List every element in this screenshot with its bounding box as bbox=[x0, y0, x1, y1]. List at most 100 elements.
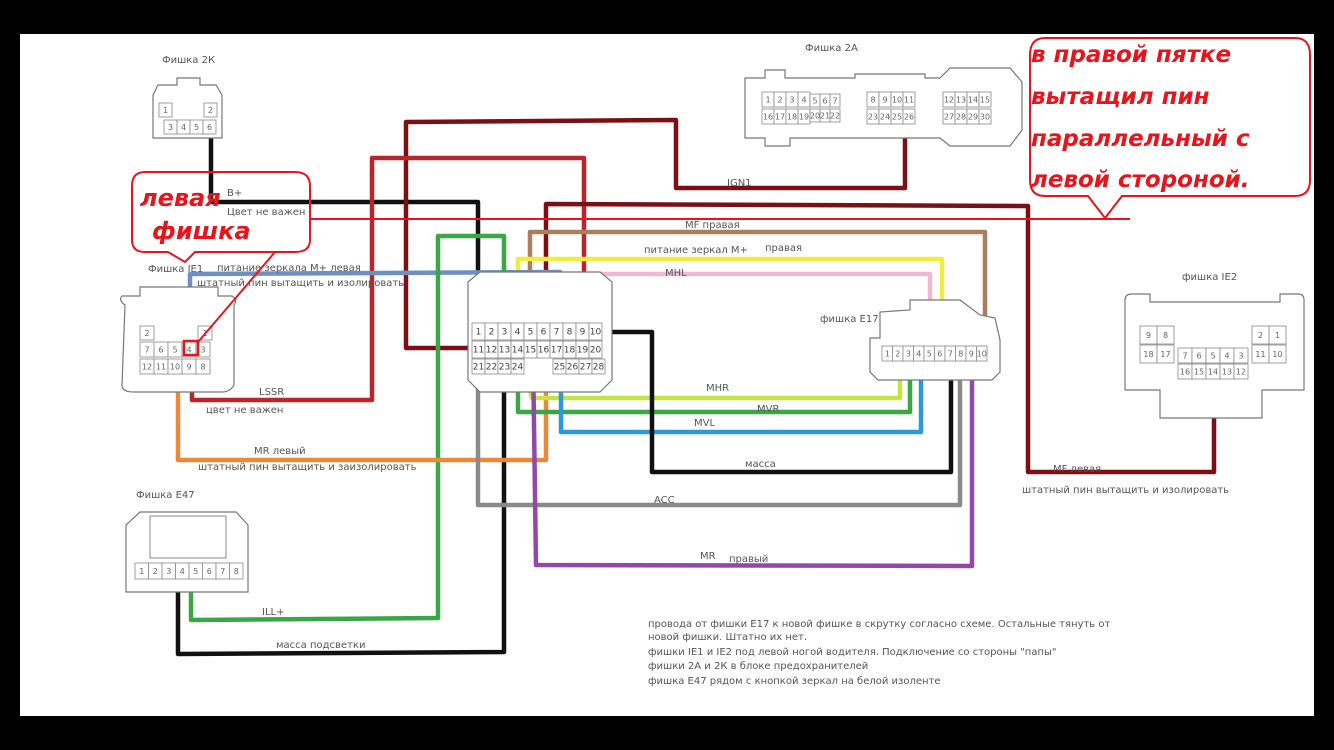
2a-pin-23: 23 bbox=[868, 113, 878, 122]
ie2-pin-14: 14 bbox=[1208, 368, 1218, 377]
connector-2a-label: Фишка 2А bbox=[805, 43, 858, 54]
callout-left: левая фишка bbox=[131, 171, 311, 343]
label-pull-pin-isolate-2: штатный пин вытащить и заизолировать bbox=[198, 462, 417, 473]
ie1-pin-cell bbox=[195, 358, 211, 375]
ie2-pin-2: 2 bbox=[1258, 331, 1263, 340]
e47-pin-cell bbox=[229, 562, 244, 580]
new-pin-3: 3 bbox=[502, 328, 508, 338]
ie2-pin-4: 4 bbox=[1224, 352, 1229, 361]
2a-pin-25: 25 bbox=[892, 113, 902, 122]
label-b-plus: B+ bbox=[227, 188, 242, 199]
new-pin-24: 24 bbox=[512, 363, 524, 373]
label-mvr: MVR bbox=[757, 404, 779, 415]
new-pin-20: 20 bbox=[590, 346, 602, 356]
ie2-pin-5: 5 bbox=[1210, 352, 1215, 361]
label-pull-pin-isolate-3: штатный пин вытащить и изолировать bbox=[1022, 485, 1229, 496]
2k-pin-2: 2 bbox=[208, 106, 213, 115]
new-pin-27: 27 bbox=[580, 363, 591, 373]
new-pin-1: 1 bbox=[476, 328, 482, 338]
callout-right-line-3: параллельный с bbox=[1031, 126, 1250, 152]
2k-pin-6: 6 bbox=[207, 123, 212, 132]
2a-pin-20: 20 bbox=[810, 112, 820, 121]
2a-pin-13: 13 bbox=[956, 96, 966, 105]
ie2-pin-16: 16 bbox=[1180, 368, 1190, 377]
label-mirror-power-right-side: правая bbox=[765, 243, 802, 254]
new-pin-18: 18 bbox=[564, 346, 576, 356]
label-lssr: LSSR bbox=[259, 387, 284, 398]
2a-pin-17: 17 bbox=[775, 113, 785, 122]
new-pin-19: 19 bbox=[577, 346, 589, 356]
label-color-any-2: цвет не важен bbox=[206, 405, 283, 416]
ie1-pin-4: 4 bbox=[186, 346, 191, 355]
2a-pin-cell bbox=[829, 93, 841, 108]
2a-pin-7: 7 bbox=[832, 97, 837, 106]
wire-ground bbox=[602, 329, 954, 475]
e17-pin-2: 2 bbox=[895, 350, 900, 359]
2a-pin-21: 21 bbox=[820, 112, 830, 121]
wire-mr-right bbox=[530, 351, 975, 569]
new-pin-6: 6 bbox=[541, 328, 547, 338]
label-ground: масса bbox=[745, 459, 776, 470]
new-pin-2: 2 bbox=[489, 328, 495, 338]
e17-pin-10: 10 bbox=[977, 350, 987, 359]
e17-pin-7: 7 bbox=[948, 350, 953, 359]
e47-pin-3: 3 bbox=[166, 567, 171, 576]
label-mhr: MHR bbox=[706, 383, 729, 394]
label-mf-right: MF правая bbox=[685, 220, 740, 231]
ie2-pin-17: 17 bbox=[1160, 350, 1170, 359]
e47-pin-1: 1 bbox=[139, 567, 144, 576]
note-line-3: фишки IE1 и IE2 под левой ногой водителя… bbox=[648, 647, 1057, 658]
new-pin-5: 5 bbox=[528, 328, 534, 338]
2a-pin-6: 6 bbox=[822, 97, 827, 106]
ie1-pin-3: 3 bbox=[200, 346, 205, 355]
note-line-4: фишки 2А и 2К в блоке предохранителей bbox=[648, 661, 868, 672]
new-pin-13: 13 bbox=[499, 346, 510, 356]
e17-pin-3: 3 bbox=[906, 350, 911, 359]
2a-pin-cell bbox=[829, 108, 841, 123]
new-pin-23: 23 bbox=[499, 363, 510, 373]
new-pin-26: 26 bbox=[567, 363, 579, 373]
2a-pin-2: 2 bbox=[777, 96, 782, 105]
new-pin-25: 25 bbox=[554, 363, 565, 373]
ie1-pin-cell bbox=[195, 341, 211, 358]
wire-mf-left bbox=[543, 201, 1217, 475]
connector-2k-label: Фишка 2К bbox=[162, 55, 215, 66]
2a-pin-26: 26 bbox=[904, 113, 914, 122]
ie1-pin-8: 8 bbox=[200, 363, 205, 372]
2a-pin-8: 8 bbox=[870, 96, 875, 105]
ie1-pin-12: 12 bbox=[142, 363, 152, 372]
2a-pin-10: 10 bbox=[892, 96, 902, 105]
wire-labels: B+ Цвет не важен IGN1 MF правая питание … bbox=[197, 178, 1229, 651]
2a-pin-29: 29 bbox=[968, 113, 978, 122]
2a-pin-5: 5 bbox=[812, 97, 817, 106]
ie2-pin-10: 10 bbox=[1272, 350, 1282, 359]
2a-pin-30: 30 bbox=[980, 113, 990, 122]
2k-pin-cell bbox=[203, 102, 218, 118]
2a-pin-9: 9 bbox=[882, 96, 887, 105]
wire-mr-left bbox=[175, 351, 549, 463]
new-pin-7: 7 bbox=[554, 328, 560, 338]
2a-pin-15: 15 bbox=[980, 96, 990, 105]
ie2-pin-cell bbox=[1156, 325, 1175, 345]
connector-ie1-label: Фишка IE1 bbox=[148, 264, 203, 275]
label-mirror-power-right: питание зеркал M+ bbox=[644, 245, 748, 256]
new-pin-cell bbox=[510, 358, 525, 375]
e47-pin-7: 7 bbox=[220, 567, 225, 576]
ie2-pin-8: 8 bbox=[1163, 331, 1168, 340]
ie1-pin-2: 2 bbox=[144, 329, 149, 338]
e47-pin-8: 8 bbox=[234, 567, 239, 576]
ie2-pin-cell bbox=[1233, 347, 1249, 364]
callout-left-line-1: левая bbox=[140, 184, 221, 212]
2a-pin-27: 27 bbox=[944, 113, 954, 122]
label-mirror-power-left: питание зеркала M+ левая bbox=[217, 263, 361, 274]
e47-pin-4: 4 bbox=[180, 567, 185, 576]
wire-mhl bbox=[562, 271, 933, 348]
connector-e47-label: Фишка E47 bbox=[136, 490, 195, 501]
2a-pin-cell bbox=[978, 91, 992, 108]
